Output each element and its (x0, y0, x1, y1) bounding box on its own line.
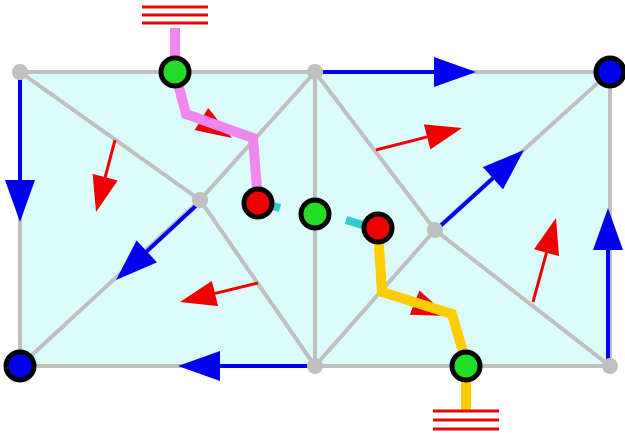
green-node (298, 197, 332, 231)
mesh-vertex (427, 222, 443, 238)
arrow-shaft (531, 252, 548, 303)
mesh-vertex (307, 358, 323, 374)
green-node (449, 349, 483, 383)
ground-symbols (142, 5, 499, 431)
ground-symbol-icon (433, 409, 499, 431)
mesh-edge (433, 228, 612, 368)
arrow-shaft (375, 135, 428, 152)
blue-node (593, 55, 625, 89)
red-arrow-icon (180, 280, 259, 307)
blue-arrow-icon (434, 150, 524, 232)
blue-arrow-icon (318, 57, 476, 87)
arrow-head (5, 180, 35, 222)
red-node (241, 186, 275, 220)
mesh-edge (313, 70, 437, 232)
ground-symbol-icon (142, 5, 208, 25)
arrow-head (180, 280, 219, 307)
arrow-head (593, 208, 623, 250)
mesh-vertex (307, 64, 323, 80)
red-arrow-icon (92, 139, 118, 212)
mesh-edge (18, 70, 202, 202)
mesh-vertex (12, 64, 28, 80)
arrow-shaft (214, 281, 259, 295)
marked-nodes (3, 55, 625, 383)
arrow-head (434, 57, 476, 87)
blue-arrow-icon (178, 351, 312, 381)
mesh-vertices (12, 64, 618, 374)
arrow-head (482, 150, 524, 190)
arrow-shaft (145, 200, 202, 253)
blue-arrows (5, 57, 623, 381)
arrow-head (178, 351, 220, 381)
arrow-head (92, 173, 118, 212)
arrow-shaft (434, 176, 495, 232)
blue-arrow-icon (116, 200, 202, 280)
red-arrow-icon (531, 218, 560, 303)
arrow-head (533, 218, 560, 257)
green-node (158, 55, 192, 89)
mesh-vertex (602, 358, 618, 374)
arrow-head (423, 124, 462, 150)
arrow-head (116, 240, 157, 280)
red-node (361, 211, 395, 245)
blue-node (3, 349, 37, 383)
blue-arrow-icon (5, 76, 35, 222)
mesh-vertex (192, 192, 208, 208)
arrow-shaft (103, 139, 117, 178)
blue-arrow-icon (593, 208, 623, 362)
red-arrow-icon (375, 124, 462, 152)
mesh-edge (313, 228, 437, 368)
